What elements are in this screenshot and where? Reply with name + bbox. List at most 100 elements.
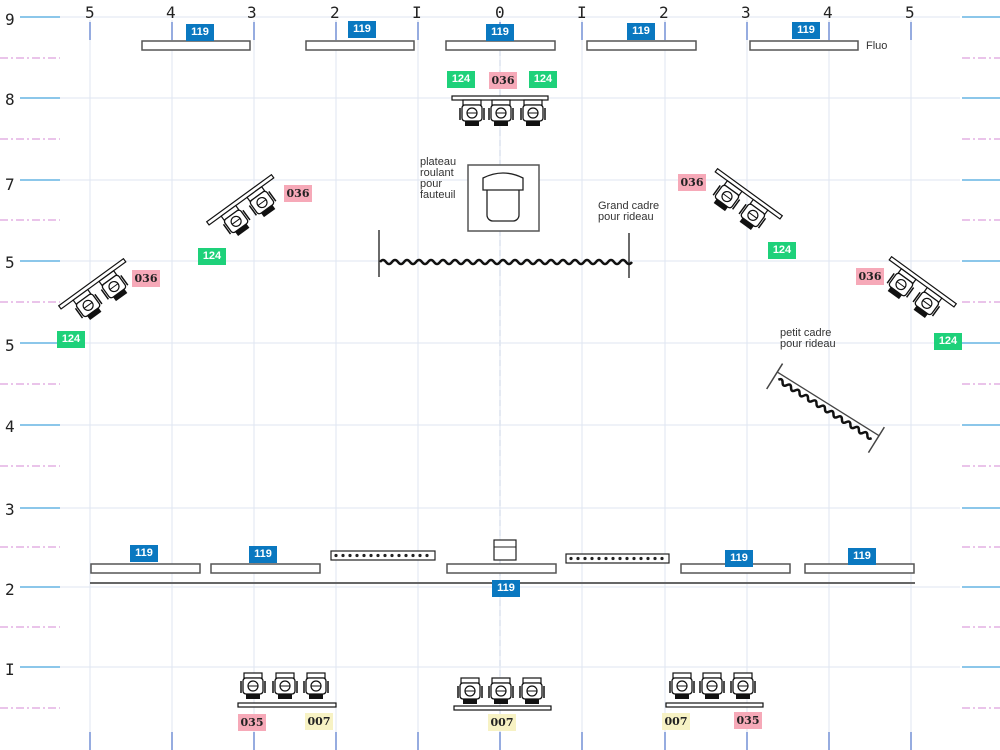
right-upper-cluster-bar xyxy=(714,167,784,220)
right-upper-cluster xyxy=(712,167,784,230)
top-bar-0 xyxy=(141,40,251,51)
scale-top-1-left: I xyxy=(412,3,422,22)
floor-right-lamp-0-base xyxy=(675,694,689,699)
right-upper-cluster-lamp-2-base xyxy=(739,217,754,230)
gel-bottom-5: 119 xyxy=(848,548,876,565)
led-strip-right xyxy=(565,553,670,564)
upper-lamp-2-base xyxy=(526,121,540,126)
left-upper-cluster-lamp-2 xyxy=(246,185,277,218)
upper-lamp-2 xyxy=(520,99,546,126)
scale-left-3: 3 xyxy=(5,500,15,519)
gel-floor-right-1: 007 xyxy=(662,713,690,730)
gel-top-4: 119 xyxy=(627,23,655,40)
scale-left-5b: 5 xyxy=(5,336,15,355)
floor-left-lamp-0 xyxy=(240,672,266,699)
gel-floor-right-2: 035 xyxy=(734,712,762,729)
top-bar-3 xyxy=(586,40,697,51)
grand-curtain xyxy=(379,258,633,266)
scale-left-4: 4 xyxy=(5,417,15,436)
gel-left-lower-2: 124 xyxy=(57,331,85,348)
center-small-fixture xyxy=(493,539,517,561)
floor-left-lamp-1 xyxy=(272,672,298,699)
floor-left-lamp-1-top xyxy=(275,672,295,679)
grid xyxy=(60,16,960,750)
led-strip-right-led xyxy=(576,556,580,561)
left-lower-cluster-lamp-2-lens xyxy=(108,280,120,293)
led-strip-right-led xyxy=(639,556,643,561)
grand-cadre-note: Grand cadre pour rideau xyxy=(598,201,659,223)
led-strip-left-led xyxy=(404,553,408,558)
floor-center-bar xyxy=(453,705,552,711)
scales xyxy=(0,16,1000,750)
scale-top-5-right: 5 xyxy=(905,3,915,22)
upper-lamp-1-base xyxy=(494,121,508,126)
bottom-bar-0 xyxy=(90,563,201,574)
floor-center-lamp-2-base xyxy=(525,699,539,704)
petit-cadre xyxy=(766,363,885,453)
floor-left-lamp-1-base xyxy=(278,694,292,699)
gel-top-1: 119 xyxy=(186,24,214,41)
top-bar-2 xyxy=(445,40,556,51)
left-lower-cluster-lamp-2-base xyxy=(113,288,128,302)
floor-right-lamp-0-top xyxy=(672,672,692,679)
grand-cadre-line-1: Grand cadre xyxy=(598,200,660,212)
left-lower-cluster-lamp-1-lensline xyxy=(83,302,93,309)
scale-top-3-right: 3 xyxy=(741,3,751,22)
gel-left-upper-1: 036 xyxy=(284,185,312,202)
right-lower-cluster-lamp-2-yoke-r xyxy=(931,305,941,317)
gel-left-upper-2: 124 xyxy=(198,248,226,265)
upper-lamp-1-top xyxy=(491,99,511,106)
petit-cadre-rail xyxy=(776,371,880,437)
floor-center-lamp-0-base xyxy=(463,699,477,704)
scale-top-4-right: 4 xyxy=(823,3,833,22)
scale-top-4-left: 4 xyxy=(166,3,176,22)
petit-cadre-end-2 xyxy=(867,426,885,453)
right-lower-cluster-lamp-1-yoke-l xyxy=(886,273,895,284)
right-upper-cluster-lamp-1-lensline xyxy=(722,193,732,200)
right-upper-cluster-lamp-1-yoke-l xyxy=(712,185,721,196)
scale-top-1-right: I xyxy=(577,3,587,22)
floor-left-lamp-2 xyxy=(303,672,329,699)
floor-center-lamp-1-top xyxy=(491,677,511,684)
led-strip-left-body xyxy=(330,550,436,561)
left-lower-cluster-lamp-2-lensline xyxy=(109,283,119,290)
scale-top-3-left: 3 xyxy=(247,3,257,22)
left-lower-cluster-lamp-2-yoke-r xyxy=(120,275,129,286)
led-strip-left-led xyxy=(369,553,373,558)
left-upper-cluster-bar xyxy=(205,173,275,226)
right-upper-cluster-lamp-2 xyxy=(738,198,769,230)
left-upper-cluster-lamp-1-base xyxy=(235,223,250,236)
led-strip-right-led xyxy=(632,556,636,561)
floor-right-lamp-1-base xyxy=(705,694,719,699)
right-lower-cluster-lamp-2-yoke-l xyxy=(912,291,921,303)
left-lower-cluster-lamp-1-yoke-r xyxy=(94,293,103,305)
floor-left-bar xyxy=(237,702,337,708)
led-strip-left-led xyxy=(383,553,387,558)
gel-floor-center-1: 007 xyxy=(488,714,516,731)
led-strip-right-led xyxy=(646,556,650,561)
petit-curtain xyxy=(777,377,873,440)
floor-right-lamp-2-base xyxy=(736,694,750,699)
left-lower-cluster-lamp-1-yoke-l xyxy=(74,307,84,319)
upper-lamp-0 xyxy=(459,99,485,126)
gel-bottom-3: 119 xyxy=(492,580,520,597)
left-upper-cluster-lamp-2-lensline xyxy=(257,199,267,206)
right-lower-cluster xyxy=(886,255,958,318)
right-lower-cluster-lamp-2-lensline xyxy=(922,300,932,307)
bottom-bar-1 xyxy=(210,563,321,574)
gel-top-5: 119 xyxy=(792,22,820,39)
plateau-line-4: fauteuil xyxy=(420,189,456,201)
right-lower-cluster-lamp-1-base xyxy=(887,286,902,300)
left-lower-cluster-lamp-1-base xyxy=(87,307,102,320)
gel-upper-2: 036 xyxy=(489,72,517,89)
led-strip-left-led xyxy=(411,553,415,558)
petit-cadre-end-1 xyxy=(766,363,784,390)
left-lower-cluster xyxy=(57,257,129,320)
petit-cadre-line-1: petit cadre xyxy=(780,327,832,339)
armchair-back xyxy=(482,172,524,191)
floor-center-lamp-2-top xyxy=(522,677,542,684)
left-upper-cluster-lamp-2-base xyxy=(261,204,276,218)
left-upper-cluster-lamp-1 xyxy=(220,204,251,236)
top-bar-4 xyxy=(749,40,859,51)
